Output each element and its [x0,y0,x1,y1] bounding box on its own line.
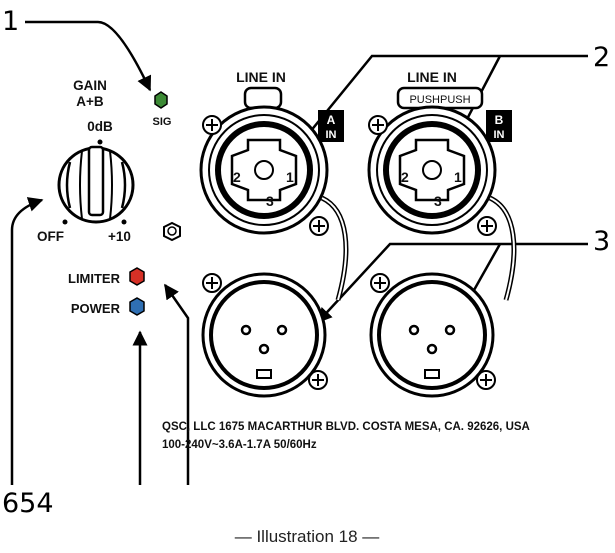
gain-center-dot [97,139,103,145]
pin-1-label: 1 [454,169,462,185]
pin-1-label: 1 [286,169,294,185]
pin-3-label: 3 [266,193,274,209]
thru-b-xlr-jack[interactable] [369,272,495,398]
leader-4 [163,283,190,485]
illustration-caption: — Illustration 18 — [235,527,380,546]
line-in-b-label: LINE IN [407,69,457,85]
input-b-combo-jack[interactable]: PUSHPUSH 2 1 3 [367,86,497,235]
leader-3a [316,242,588,324]
line-in-a-label: LINE IN [236,69,286,85]
svg-text:A: A [327,113,336,127]
gain-0db-label: 0dB [87,119,113,134]
gain-label: GAIN [73,78,107,93]
callout-3: 3 [593,226,610,257]
svg-text:IN: IN [326,129,337,141]
callout-2: 2 [593,42,610,73]
power-spec: 100-240V~3.6A-1.7A 50/60Hz [162,439,317,451]
input-a-combo-jack[interactable]: 2 1 3 [199,86,329,235]
gain-off-label: OFF [37,229,64,244]
leader-6 [10,197,44,485]
limiter-label: LIMITER [68,271,121,286]
callout-1: 1 [2,6,19,37]
gain-plus10-label: +10 [108,229,131,244]
screw-icon [368,115,497,390]
gain-knob[interactable] [57,145,135,224]
gain-ab-label: A+B [76,94,104,109]
push-label: PUSHPUSH [409,94,470,106]
power-label: POWER [71,301,121,316]
sig-led-icon [154,91,168,109]
svg-text:B: B [495,113,504,127]
pin-2-label: 2 [233,169,241,185]
limiter-led-icon [129,267,145,286]
callout-654: 654 [2,488,54,519]
gain-knob-pointer [87,145,105,217]
leader-1 [25,20,152,92]
gain-min-dot [62,219,68,225]
pin-2-label: 2 [401,169,409,185]
thru-a-xlr-jack[interactable] [201,272,327,398]
power-led-icon [129,297,145,316]
input-a-badge: A IN [318,110,344,142]
pin-3-label: 3 [434,193,442,209]
hex-screw-icon [163,221,181,242]
svg-text:IN: IN [494,129,505,141]
input-b-badge: B IN [486,110,512,142]
input-a-latch [243,86,283,110]
screw-icon [202,115,329,390]
gain-max-dot [121,219,127,225]
manufacturer-address: QSC, LLC 1675 MACARTHUR BLVD. COSTA MESA… [162,421,530,433]
sig-label: SIG [153,116,172,128]
